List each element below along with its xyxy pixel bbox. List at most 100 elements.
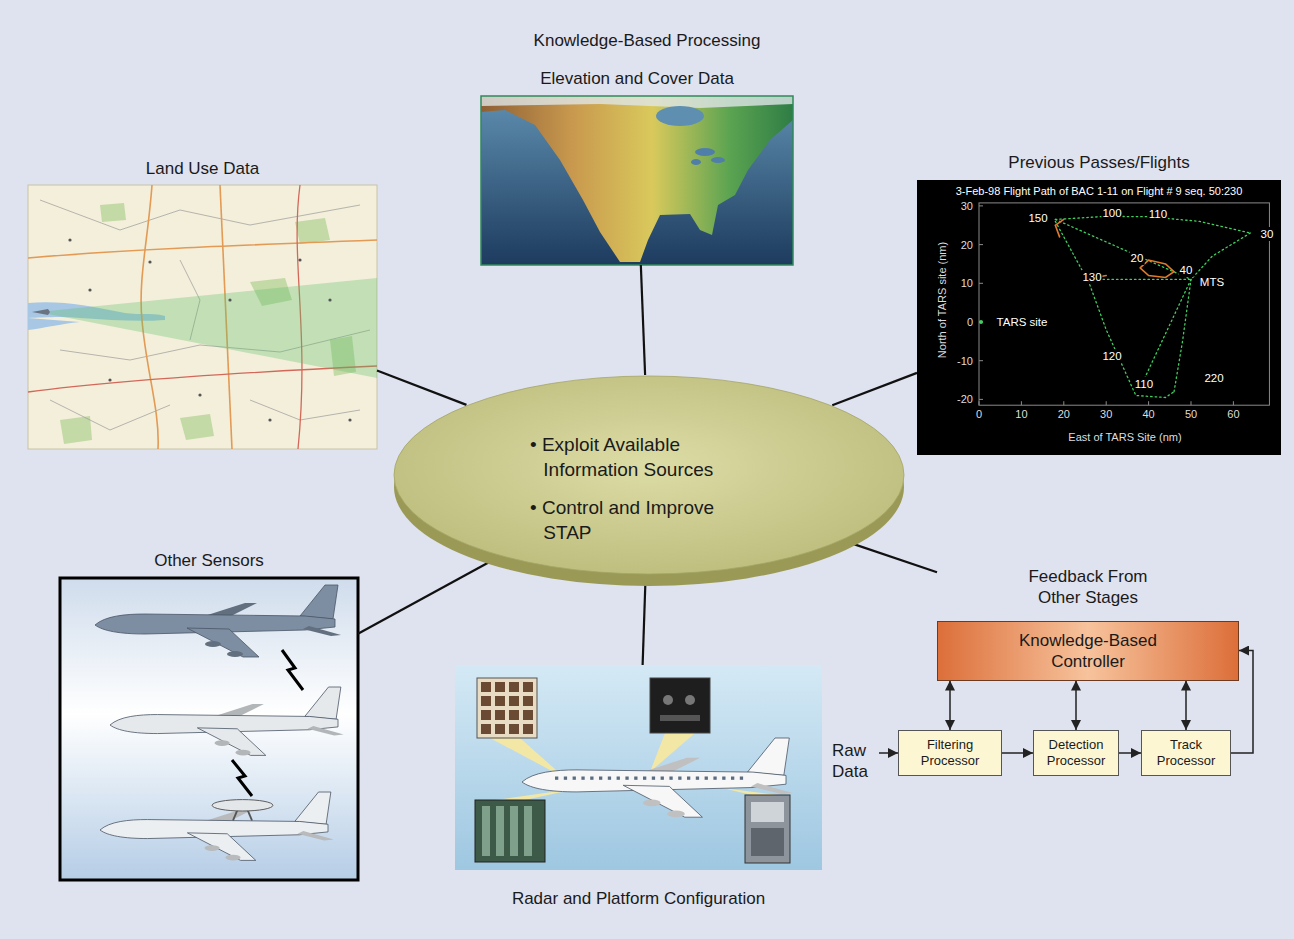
antenna-array [495,696,505,706]
aircraft-figure [696,777,699,780]
antenna-array [509,724,519,734]
spoke-line [641,265,645,375]
processor-label: Filtering Processor [903,737,997,769]
spoke-line [377,371,466,405]
land-use-map [28,185,377,449]
land-use-map [180,414,214,440]
aircraft-figure [225,855,240,861]
elevation-panel: Elevation and Cover Data [481,68,793,265]
spoke-line [843,540,937,572]
tick-label: 40 [1142,407,1154,421]
input-arrow [879,752,898,754]
processor-rack [510,806,518,856]
sensor-photo [60,578,358,880]
aircraft-figure [215,740,230,746]
tick-label: 0 [976,407,982,421]
tick-label: -20 [957,392,973,406]
tick-label: -10 [957,354,973,368]
waypoint-number: TARS site [996,315,1049,329]
flight-path [1055,221,1174,397]
panel-heading: Previous Passes/Flights [917,152,1281,174]
land-use-map [28,318,80,330]
processor-rack [496,806,504,856]
antenna-array [495,710,505,720]
flight-path [979,401,980,405]
waypoint-number: 30 [1260,227,1275,241]
aircraft-figure [555,777,558,780]
datalink-bolt [232,760,252,796]
land-use-map [108,378,111,381]
aircraft-figure [661,777,664,780]
aircraft-figure [751,783,793,794]
aircraft-figure [590,777,593,780]
equipment-cabinet [745,795,790,863]
flight-path [1191,401,1192,405]
aircraft-figure [110,687,344,755]
land-use-map [268,418,271,421]
elevation-map [481,96,793,262]
flight-path [979,399,983,400]
flight-path [979,360,983,361]
receiver-unit [685,695,695,705]
tick-label: 20 [961,238,973,252]
aircraft-figure [581,777,584,780]
tick-label: 50 [1185,407,1197,421]
waypoint-number: 130 [1081,270,1102,284]
flight-path [1140,260,1174,277]
antenna-array [523,682,533,692]
elevation-map [481,96,793,265]
flow-arrow [1185,681,1187,731]
input-label: Raw Data [832,740,876,782]
waypoint-number: 110 [1148,207,1168,221]
antenna-array [481,710,491,720]
processor-box: Detection Processor [1033,730,1119,776]
aircraft-figure [305,687,341,719]
processor-label: Detection Processor [1038,737,1114,769]
antenna-array [523,696,533,706]
processor-box: Track Processor [1141,730,1231,776]
aircraft-figure [608,777,611,780]
aircraft-figure [100,792,334,860]
aircraft-figure [731,777,734,780]
tick-label: 30 [1100,407,1112,421]
flight-path [979,244,983,245]
aircraft-figure [667,811,685,818]
aircraft-figure [643,777,646,780]
antenna-array [495,682,505,692]
aircraft-figure [205,641,221,647]
antenna-array [495,724,505,734]
antenna-array [481,682,491,692]
flight-plot [917,180,1281,455]
flight-plot-panel: Previous Passes/Flights [917,152,1281,455]
aircraft-figure [95,585,344,860]
flight-path [1021,401,1022,405]
aircraft-figure [687,777,690,780]
land-use-map [28,185,377,449]
flow-arrow [1002,752,1033,754]
elevation-map [481,96,793,265]
flight-path [979,205,983,206]
aircraft-figure [748,738,790,775]
antenna-array [509,710,519,720]
flight-path [1233,401,1234,405]
land-use-map [298,258,301,261]
tick-label: 10 [1015,407,1027,421]
sensor-photo [60,578,358,880]
receiver-unit [660,715,700,721]
flow-arrow [1119,752,1141,754]
aircraft-figure [308,726,344,736]
diagram-title: Knowledge-Based Processing [0,30,1294,52]
connectors [358,265,1253,753]
disc-body: • Exploit Available Information Sources•… [530,433,755,546]
elevation-map [481,96,793,108]
aircraft-figure [722,777,725,780]
aircraft-figure [705,777,708,780]
receiver-unit [663,695,673,705]
aircraft-figure [634,777,637,780]
aircraft-figure [227,651,243,657]
elevation-map [656,106,704,126]
aircraft-figure [643,800,661,807]
flight-path [1148,401,1149,405]
antenna-array [509,682,519,692]
